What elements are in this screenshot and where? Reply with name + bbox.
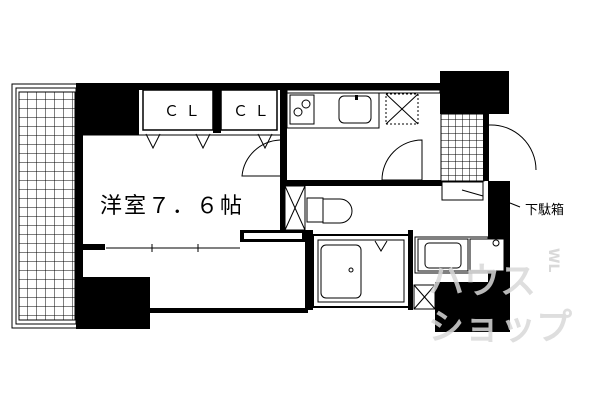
- bathroom: [305, 230, 413, 310]
- kitchen: [286, 89, 442, 186]
- watermark-small: WL: [545, 248, 561, 273]
- watermark-line1: ハウス: [428, 261, 537, 302]
- closet-label-2: ＣＬ: [233, 102, 276, 120]
- watermark-line2: ショップ: [428, 307, 573, 348]
- balcony: [11, 83, 78, 329]
- entrance: [440, 113, 537, 208]
- watermark: ハウス ショップ: [428, 252, 572, 350]
- closet-label-1: ＣＬ: [164, 102, 207, 120]
- shoe-box-label: 下駄箱: [525, 203, 565, 218]
- western-room: [79, 90, 287, 252]
- room-label-western: 洋室７．６帖: [100, 194, 245, 219]
- closet-2: [213, 89, 278, 150]
- closet-1: [142, 89, 214, 150]
- washroom: [413, 236, 505, 310]
- toilet: [240, 185, 353, 242]
